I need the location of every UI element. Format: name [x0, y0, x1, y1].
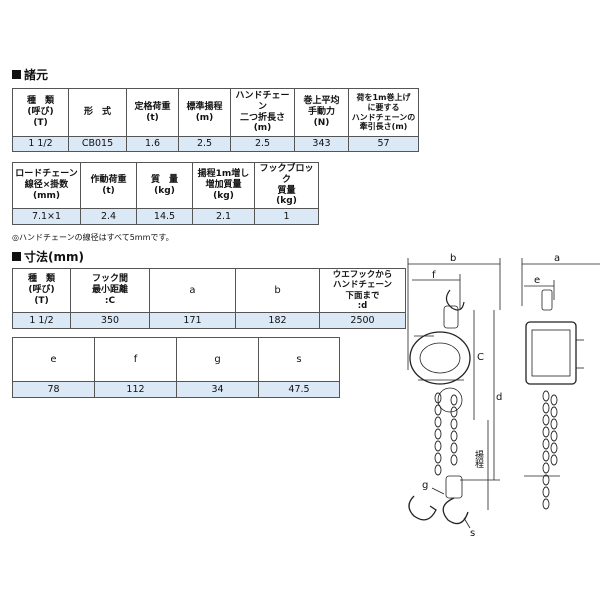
section-title-dimensions: 寸法(mm): [12, 248, 84, 265]
table-cell: 34: [176, 381, 259, 398]
table-header-cell: 巻上平均 手動力 (N): [294, 88, 349, 137]
table-header-cell: ハンドチェーン 二つ折長さ (m): [230, 88, 295, 137]
table-cell: 57: [348, 136, 419, 152]
label-b: b: [450, 253, 456, 264]
bottom-hook-shape: [442, 497, 469, 525]
label-g: g: [422, 480, 428, 491]
table-header-cell: 種 類 (呼び) (T): [12, 88, 69, 137]
table-header-row: 種 類 (呼び) (T) 形 式 定格荷重 (t) 標準揚程 (m) ハンドチェ…: [12, 88, 419, 137]
table-header-cell: 作動荷重 (t): [80, 162, 137, 209]
table-header-cell: 揚程1m増し 増加質量 (kg): [192, 162, 255, 209]
section-title-text: 諸元: [24, 68, 49, 82]
table-header-cell: f: [94, 337, 177, 382]
table-cell: 14.5: [136, 208, 193, 225]
table-cell: 182: [235, 312, 320, 329]
table-header-cell: 定格荷重 (t): [126, 88, 179, 137]
label-c: C: [477, 352, 484, 363]
table-header-row: e f g s: [12, 337, 340, 382]
side-chain: [542, 390, 558, 510]
table-header-cell: 種 類 (呼び) (T): [12, 268, 71, 313]
label-f: f: [432, 270, 436, 281]
table-cell: 350: [70, 312, 150, 329]
table-cell: 2.5: [178, 136, 231, 152]
hand-chain-note: ◎ハンドチェーンの線径はすべて5mmです。: [12, 233, 174, 242]
table-cell: 1.6: [126, 136, 179, 152]
table-row: 78 112 34 47.5: [12, 381, 340, 398]
table-cell: 112: [94, 381, 177, 398]
table-header-cell: ロードチェーン 線径×掛数 (mm): [12, 162, 81, 209]
table-header-row: ロードチェーン 線径×掛数 (mm) 作動荷重 (t) 質 量 (kg) 揚程1…: [12, 162, 319, 209]
table-header-cell: 形 式: [68, 88, 127, 137]
load-chain: [434, 392, 458, 476]
table-cell: 1 1/2: [12, 136, 69, 152]
hoist-body: [409, 331, 471, 385]
chain-block-drawing: b f C d 揚程 g s a e: [407, 253, 600, 539]
section-title-specs: 諸元: [12, 66, 48, 83]
section-title-text: 寸法(mm): [24, 250, 84, 264]
table-header-cell: フック間 最小距離 :C: [70, 268, 150, 313]
square-bullet-icon: [12, 252, 21, 261]
spec-table-2: ロードチェーン 線径×掛数 (mm) 作動荷重 (t) 質 量 (kg) 揚程1…: [12, 162, 319, 225]
table-cell: 78: [12, 381, 95, 398]
table-cell: 2500: [319, 312, 406, 329]
table-cell: 1 1/2: [12, 312, 71, 329]
table-header-cell: 標準揚程 (m): [178, 88, 231, 137]
dimension-table-1: 種 類 (呼び) (T) フック間 最小距離 :C a b ウエフックから ハン…: [12, 268, 406, 329]
table-header-row: 種 類 (呼び) (T) フック間 最小距離 :C a b ウエフックから ハン…: [12, 268, 406, 313]
table-header-cell: 質 量 (kg): [136, 162, 193, 209]
label-lift: 揚程: [473, 449, 484, 469]
table-cell: CB015: [68, 136, 127, 152]
table-header-cell: フックブロック 質量 (kg): [254, 162, 319, 209]
top-hook-shape: [445, 289, 465, 311]
label-s: s: [470, 528, 475, 539]
table-header-cell: b: [235, 268, 320, 313]
table-cell: 7.1×1: [12, 208, 81, 225]
table-header-cell: ウエフックから ハンドチェーン 下面まで :d: [319, 268, 406, 313]
side-body: [525, 321, 577, 385]
table-cell: 2.1: [192, 208, 255, 225]
table-row: 1 1/2 350 171 182 2500: [12, 312, 406, 329]
table-header-cell: 荷を1m巻上げ に要する ハンドチェーンの 牽引長さ(m): [348, 88, 419, 137]
table-header-cell: g: [176, 337, 259, 382]
table-row: 7.1×1 2.4 14.5 2.1 1: [12, 208, 319, 225]
table-cell: 2.4: [80, 208, 137, 225]
table-cell: 2.5: [230, 136, 295, 152]
label-a: a: [554, 253, 560, 264]
table-header-cell: a: [149, 268, 236, 313]
dimension-table-2: e f g s 78 112 34 47.5: [12, 337, 340, 398]
table-row: 1 1/2 CB015 1.6 2.5 2.5 343 57: [12, 136, 419, 152]
table-header-cell: e: [12, 337, 95, 382]
side-hook-shape: [408, 495, 437, 521]
table-cell: 1: [254, 208, 319, 225]
square-bullet-icon: [12, 70, 21, 79]
side-view: [521, 258, 600, 510]
spec-table-1: 種 類 (呼び) (T) 形 式 定格荷重 (t) 標準揚程 (m) ハンドチェ…: [12, 88, 419, 152]
table-cell: 171: [149, 312, 236, 329]
table-header-cell: s: [258, 337, 340, 382]
front-view: [407, 258, 501, 529]
label-d: d: [496, 392, 502, 403]
dimension-labels: b f C d 揚程 g s a e: [422, 253, 560, 539]
label-e: e: [534, 275, 540, 286]
table-cell: 343: [294, 136, 349, 152]
table-cell: 47.5: [258, 381, 340, 398]
